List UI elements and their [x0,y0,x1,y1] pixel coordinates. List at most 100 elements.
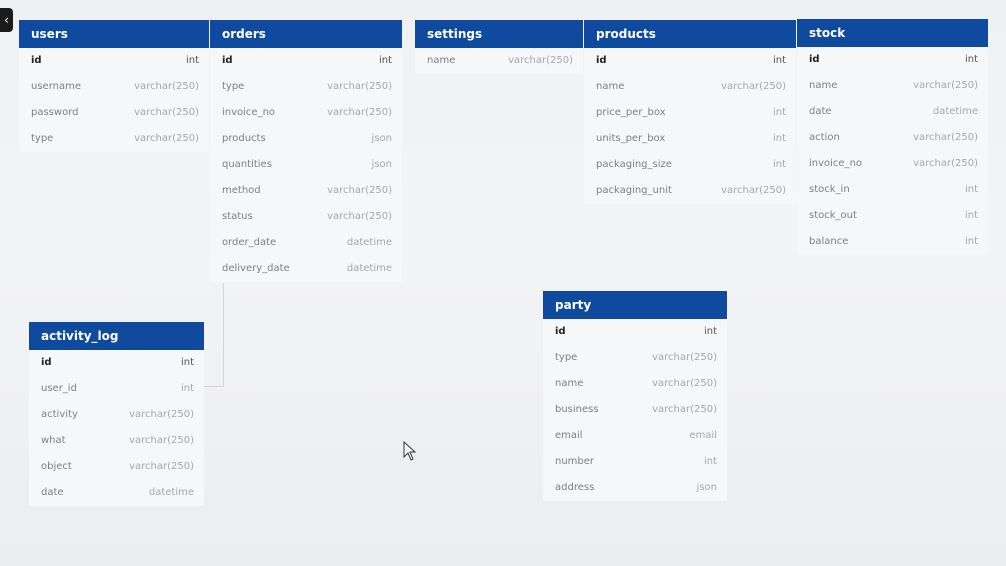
table-header[interactable]: party [543,291,727,319]
column-type: email [689,430,717,441]
column-name: invoice_no [809,158,863,169]
column-name: stock_in [809,184,850,195]
column-row[interactable]: delivery_date datetime [210,256,402,282]
column-type: varchar(250) [327,211,392,222]
column-type: int [772,133,786,144]
column-row[interactable]: packaging_size int [584,152,796,178]
column-name: business [555,404,599,415]
column-type: varchar(250) [327,107,392,118]
column-type: varchar(250) [327,185,392,196]
column-type: int [772,159,786,170]
column-type: int [772,107,786,118]
column-name: stock_out [809,210,857,221]
column-type: json [371,133,392,144]
column-name: price_per_box [596,107,666,118]
column-type: varchar(250) [134,107,199,118]
column-row[interactable]: balance int [797,229,988,255]
column-type: int [703,326,717,337]
column-name: order_date [222,237,277,248]
table-header[interactable]: products [584,20,796,48]
column-name: type [31,133,54,144]
table-header[interactable]: activity_log [29,322,204,350]
column-type: varchar(250) [913,132,978,143]
column-type: varchar(250) [652,352,717,363]
column-type: int [964,236,978,247]
column-type: varchar(250) [327,81,392,92]
column-type: varchar(250) [721,185,786,196]
column-type: datetime [932,106,978,117]
chevron-left-icon[interactable]: ‹ [0,8,13,32]
column-row[interactable]: id int [543,319,727,345]
column-type: varchar(250) [652,404,717,415]
column-type: int [703,456,717,467]
column-name: number [555,456,595,467]
column-name: id [555,326,566,337]
table-header[interactable]: stock [797,19,988,47]
column-row[interactable]: price_per_box int [584,100,796,126]
column-row[interactable]: type varchar(250) [543,345,727,371]
column-name: password [31,107,79,118]
column-name: name [427,55,456,66]
table-header[interactable]: settings [415,20,583,48]
column-name: activity [41,409,78,420]
column-row[interactable]: stock_in int [797,177,988,203]
table-header[interactable]: orders [210,20,402,48]
column-row[interactable]: password varchar(250) [19,100,209,126]
column-type: varchar(250) [129,435,194,446]
column-name: packaging_unit [596,185,672,196]
column-name: delivery_date [222,263,290,274]
column-row[interactable]: type varchar(250) [19,126,209,152]
column-name: type [555,352,578,363]
table-header[interactable]: users [19,20,209,48]
column-type: int [772,55,786,66]
column-type: datetime [346,263,392,274]
column-row[interactable]: business varchar(250) [543,397,727,423]
column-name: packaging_size [596,159,672,170]
column-type: json [371,159,392,170]
column-row[interactable]: number int [543,449,727,475]
column-type: datetime [148,487,194,498]
column-row[interactable]: packaging_unit varchar(250) [584,178,796,204]
column-name: balance [809,236,849,247]
relation-line-vertical [223,283,224,386]
column-type: varchar(250) [134,133,199,144]
column-type: int [964,184,978,195]
